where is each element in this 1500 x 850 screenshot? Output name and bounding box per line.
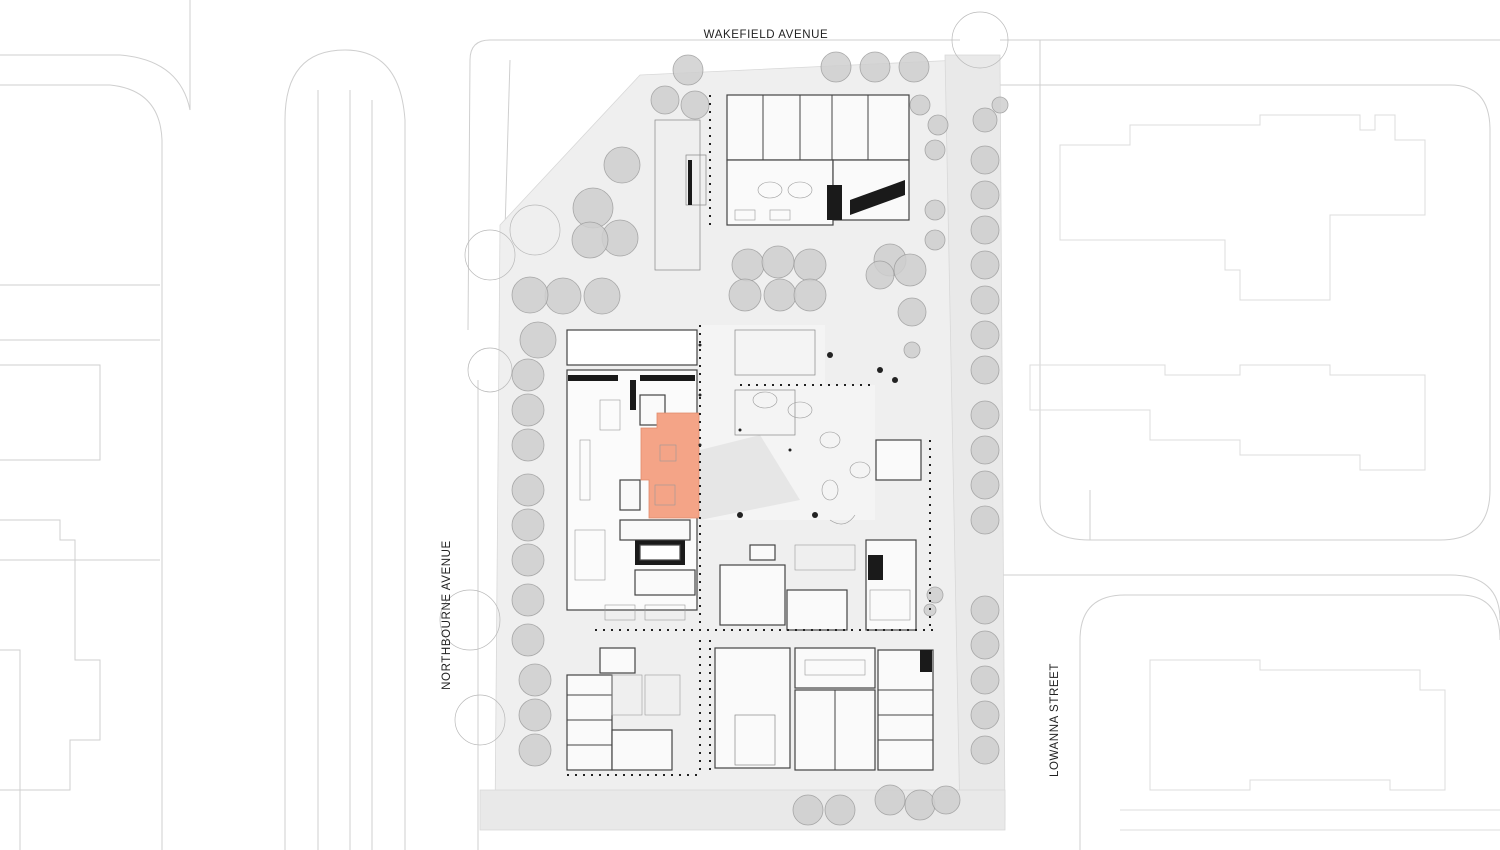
central-building <box>566 329 700 621</box>
east-building <box>719 439 922 631</box>
north-building <box>654 94 910 271</box>
highlighted-room <box>640 412 700 519</box>
courtyard <box>698 325 898 525</box>
column-grid <box>567 95 935 776</box>
south-wing <box>566 647 934 771</box>
street-label-west: NORTHBOURNE AVENUE <box>441 540 453 690</box>
street-label-east: LOWANNA STREET <box>1049 663 1061 777</box>
trees <box>439 11 1009 826</box>
street-label-north: WAKEFIELD AVENUE <box>704 29 829 41</box>
